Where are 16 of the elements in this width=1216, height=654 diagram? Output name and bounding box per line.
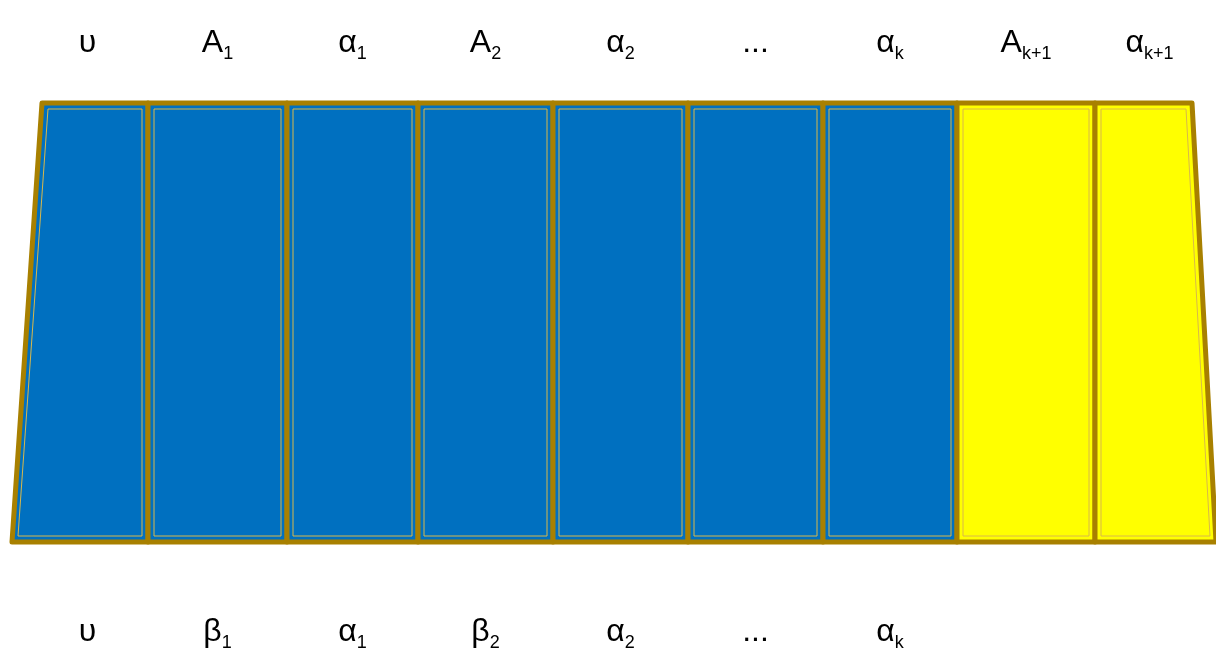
top-label: ...	[742, 25, 769, 57]
top-label: υ	[78, 25, 97, 57]
top-label: A$_{1}$	[201, 25, 234, 63]
top-label: α$_{k}$	[876, 25, 904, 63]
bottom-label: ...	[742, 614, 769, 646]
top-label: α$_{k+1}$	[1125, 25, 1174, 63]
bottom-label: β$_{2}$	[471, 614, 500, 652]
bottom-label: υ	[78, 614, 97, 646]
bottom-label: α$_{2}$	[606, 614, 635, 652]
bottom-label: α$_{k}$	[876, 614, 904, 652]
top-label: α$_{2}$	[606, 25, 635, 63]
bottom-label: β$_{1}$	[203, 614, 232, 652]
top-label: A$_{2}$	[469, 25, 502, 63]
bottom-label: α$_{1}$	[338, 614, 367, 652]
top-label: A$_{k+1}$	[1000, 25, 1052, 63]
top-label: α$_{1}$	[338, 25, 367, 63]
